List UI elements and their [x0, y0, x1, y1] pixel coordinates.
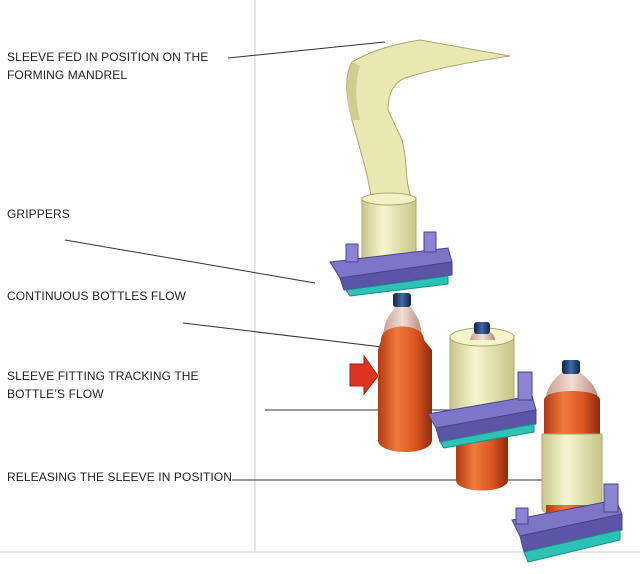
bottle-released-cap — [562, 360, 580, 374]
gripper-block-side — [339, 261, 453, 291]
label-sleeve-fitting-line2: BOTTLE’S FLOW — [7, 387, 104, 401]
bottle-released-upper — [544, 391, 600, 440]
bottle-fitting — [427, 322, 537, 491]
label-grippers: GRIPPERS — [7, 207, 70, 221]
label-sleeve-fitting-line1: SLEEVE FITTING TRACKING THE — [7, 369, 199, 383]
gripper-jaw-left — [345, 243, 359, 263]
leader-grippers — [64, 239, 316, 284]
label-sleeve-fed: SLEEVE FED IN POSITION ON THE FORMING MA… — [7, 48, 208, 84]
sleeve-tube-top — [361, 192, 417, 206]
label-sleeve-fed-line2: FORMING MANDREL — [7, 68, 128, 82]
sleeve-film-shade — [347, 62, 360, 120]
bottle-incoming-cap — [393, 293, 411, 307]
gripper-jaw-right — [423, 231, 437, 253]
release-gripper-jaw-left — [515, 507, 529, 525]
flow-arrow-icon — [349, 354, 379, 396]
leader-continuous-flow — [182, 322, 383, 348]
fitting-gripper-side — [435, 409, 537, 443]
bottle-incoming — [378, 293, 432, 452]
release-gripper-side — [519, 513, 623, 553]
fitting-gripper-base — [439, 423, 535, 449]
label-releasing: RELEASING THE SLEEVE IN POSITION — [7, 470, 233, 484]
bottle-incoming-body — [378, 326, 432, 452]
sleeve-film — [346, 39, 511, 206]
leader-sleeve-fed — [227, 41, 386, 59]
bottle-released — [511, 360, 623, 563]
label-sleeve-fitting: SLEEVE FITTING TRACKING THE BOTTLE’S FLO… — [7, 367, 199, 403]
label-continuous-flow: CONTINUOUS BOTTLES FLOW — [7, 289, 186, 303]
label-sleeve-fed-line1: SLEEVE FED IN POSITION ON THE — [7, 50, 209, 64]
forming-mandrel-station — [329, 39, 511, 297]
release-gripper-base — [523, 529, 621, 563]
fitting-gripper-jaw — [517, 371, 533, 401]
gripper-base — [345, 275, 449, 297]
release-gripper-jaw-right — [603, 483, 619, 513]
bottle-fitting-cap — [474, 322, 490, 334]
